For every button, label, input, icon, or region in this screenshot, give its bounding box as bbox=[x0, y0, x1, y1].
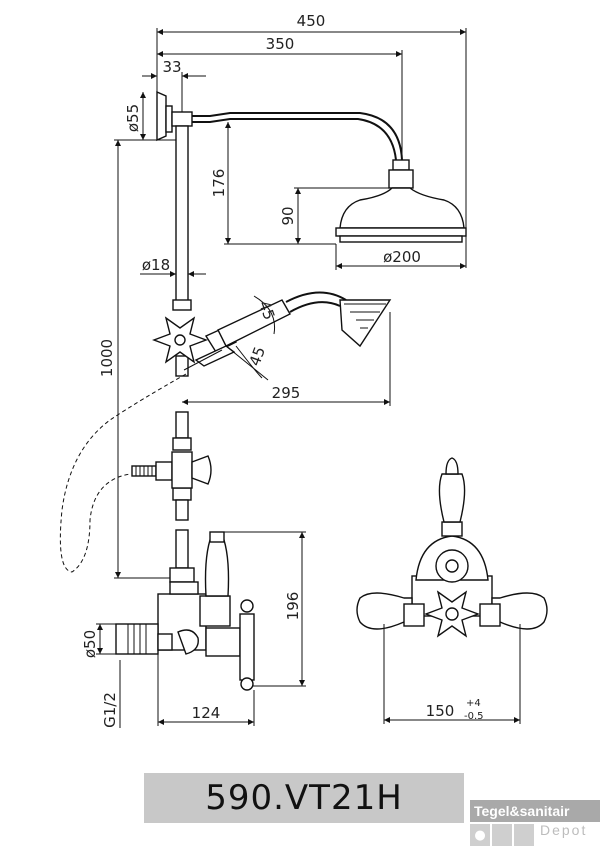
dim-18-label: ø18 bbox=[142, 256, 170, 274]
diverter-valve bbox=[131, 451, 212, 489]
angle-45-top: 45 bbox=[255, 298, 278, 322]
shower-hose bbox=[59, 373, 187, 573]
dimension-55: ø55 bbox=[124, 92, 146, 140]
dimension-450: 450 bbox=[156, 12, 467, 268]
dim-200-label: ø200 bbox=[383, 248, 421, 266]
thermostat-side-view bbox=[115, 531, 255, 691]
dim-50-label: ø50 bbox=[81, 630, 99, 658]
tile-icon bbox=[492, 824, 512, 846]
dimension-90: 90 bbox=[279, 187, 390, 244]
model-code: 590.VT21H bbox=[205, 778, 403, 818]
brand-logo: Tegel&sanitair ● Depot bbox=[470, 800, 600, 848]
hand-shower bbox=[183, 291, 392, 371]
dimension-150: 150 +4 -0.5 bbox=[383, 624, 521, 724]
shower-arm bbox=[156, 90, 414, 189]
dim-150-tol-down: -0.5 bbox=[464, 711, 484, 722]
dimension-124: 124 bbox=[157, 650, 255, 726]
dimension-350: 350 bbox=[157, 35, 403, 158]
dimension-200: ø200 bbox=[335, 244, 466, 270]
dim-1000-label: 1000 bbox=[98, 339, 116, 377]
dimension-33: 33 bbox=[142, 58, 206, 120]
dim-350-label: 350 bbox=[266, 35, 295, 53]
dim-g12-label: G1/2 bbox=[101, 692, 119, 728]
dim-90-label: 90 bbox=[279, 206, 297, 225]
dimension-1000: 1000 bbox=[98, 139, 176, 579]
dimension-g12: G1/2 bbox=[101, 660, 121, 728]
logo-brand: Tegel&sanitair bbox=[470, 800, 600, 822]
dim-295-label: 295 bbox=[272, 384, 301, 402]
dimension-196: 196 bbox=[214, 531, 306, 687]
dim-55-label: ø55 bbox=[124, 104, 142, 132]
dimension-176: 176 bbox=[210, 122, 336, 245]
dim-150-tol-up: +4 bbox=[466, 698, 481, 709]
drop-icon: ● bbox=[470, 824, 490, 846]
dimension-50: ø50 bbox=[81, 623, 116, 658]
tile-icon bbox=[514, 824, 534, 846]
dim-196-label: 196 bbox=[284, 592, 302, 621]
shower-head bbox=[335, 187, 467, 243]
angle-45-bottom: 45 bbox=[246, 344, 269, 368]
dim-124-label: 124 bbox=[192, 704, 221, 722]
angle-annotations: 45 45 bbox=[225, 295, 278, 381]
model-code-box: 590.VT21H bbox=[144, 773, 464, 823]
dimension-295: 295 bbox=[182, 312, 391, 406]
thermostat-front-view bbox=[356, 457, 548, 638]
logo-sub: Depot bbox=[540, 822, 588, 838]
dim-176-label: 176 bbox=[210, 169, 228, 198]
dim-150-label: 150 bbox=[426, 702, 455, 720]
dim-33-label: 33 bbox=[162, 58, 181, 76]
dimension-18: ø18 bbox=[140, 256, 206, 277]
riser-rail bbox=[169, 125, 195, 583]
dim-450-label: 450 bbox=[297, 12, 326, 30]
